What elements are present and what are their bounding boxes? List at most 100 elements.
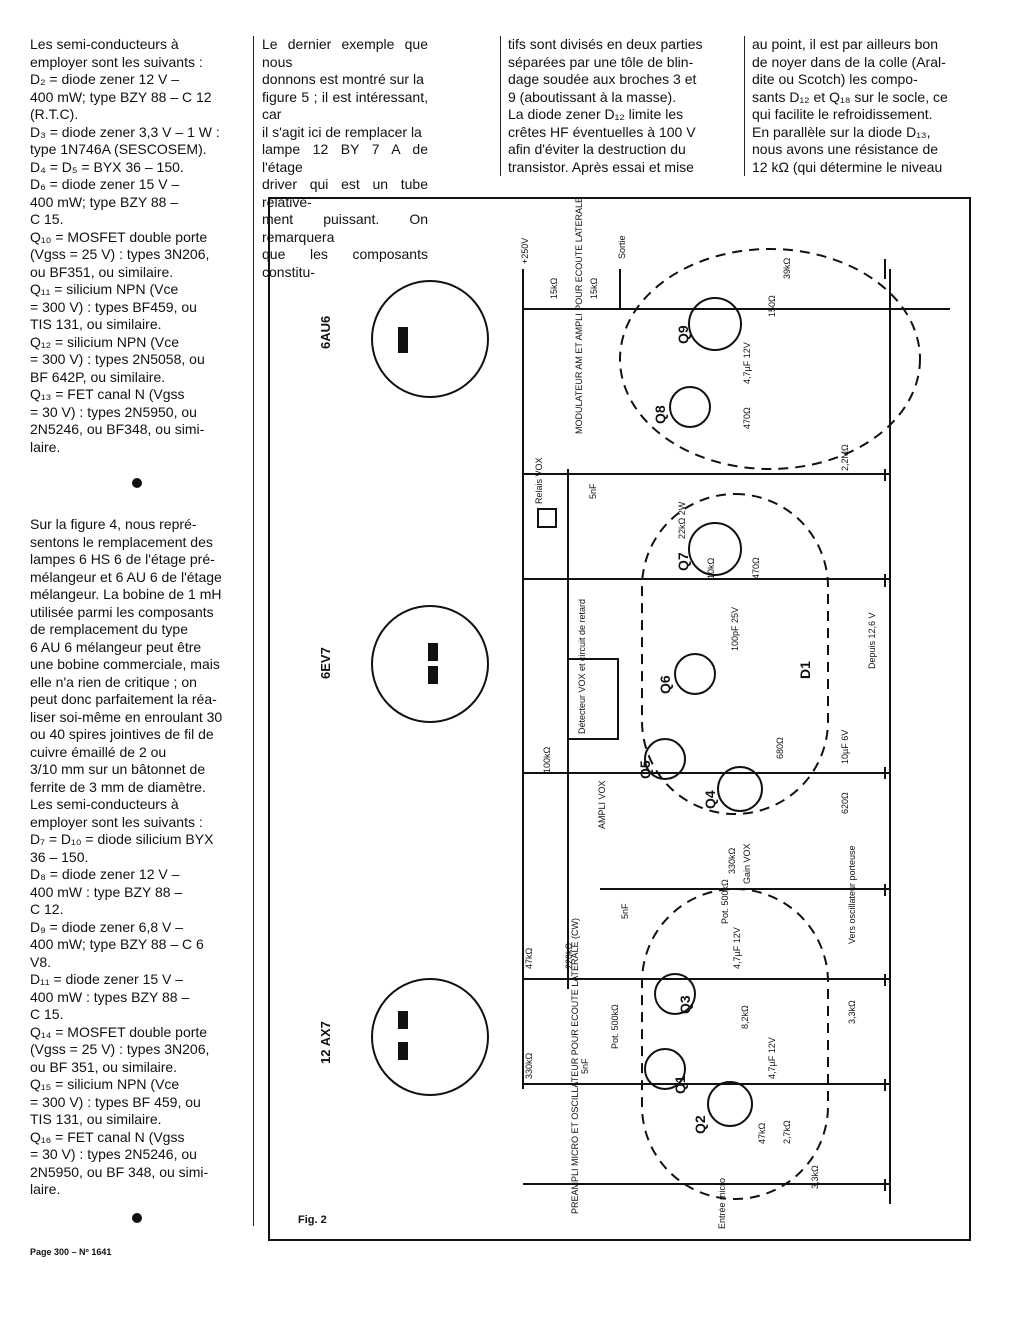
tube-label-6au6: 6AU6 [318,316,333,349]
transistor-label: Q2 [692,1115,708,1134]
figure-caption: Fig. 2 [298,1214,327,1226]
column-rule [500,36,501,176]
text-line: laire. [30,1181,61,1197]
text-line: Q₁₆ = FET canal N (Vgss [30,1128,185,1145]
separator-bullet [131,1212,142,1223]
text-line: 400 mW; type BZY 88 – C 12 [30,88,212,105]
text-line: = 30 V) : types 2N5950, ou [30,403,197,420]
text-line: dite ou Scotch) les compo- [752,71,918,87]
text-line: crêtes HF éventuelles à 100 V [508,123,696,140]
text-line: = 300 V) : types BF 459, ou [30,1093,201,1110]
text-line: mélangeur. La bobine de 1 mH [30,586,222,602]
text-line: 2N5950, ou BF 348, ou simi- [30,1163,209,1180]
text-line: sants D₁₂ et Q₁₈ sur le socle, ce [752,88,948,105]
text-line: Sur la figure 4, nous repré- [30,516,197,532]
mic-input-label: Entrée micro [717,1178,727,1229]
tube-label-6ev7: 6EV7 [318,647,333,679]
component-label: Pot. 500kΩ [720,879,730,924]
component-label: 100pF 25V [730,607,740,651]
text-line: type 1N746A (SESCOSEM). [30,141,207,157]
component-label: 47kΩ [757,1122,767,1144]
text-line: Q₁₂ = silicium NPN (Vce [30,333,180,350]
gain-vox-label: Gain VOX [742,843,752,884]
transistor-label: Q8 [652,405,668,424]
component-label: 4,7µF 12V [742,342,752,384]
transistor-label: Q4 [702,790,718,809]
component-label: 39kΩ [782,257,792,279]
text-line: C 15. [30,211,64,227]
text-line: 400 mW; type BZY 88 – C 6 [30,936,204,952]
text-line: laire. [30,438,61,455]
component-label: 680Ω [775,737,785,759]
text-line: 6 AU 6 mélangeur peut être [30,638,202,655]
component-label: 3,3kΩ [810,1165,820,1189]
text-line: 9 (aboutissant à la masse). [508,88,677,105]
text-line: = 300 V) : types 2N5058, ou [30,351,205,367]
text-line: de noyer dans de la colle (Aral- [752,53,946,70]
text-line: dage soudée aux broches 3 et [508,71,697,87]
component-label: 4,7µF 12V [767,1037,777,1079]
relay-label: Relais VOX [534,457,544,504]
text-line: lampe 12 BY 7 A de l'étage [262,141,428,175]
text-line: D₇ = D₁₀ = diode silicium BYX [30,831,214,847]
text-line: (Vgss = 25 V) : types 3N206, [30,1041,210,1057]
supply-label: +250V [520,238,530,264]
text-line: D₃ = diode zener 3,3 V – 1 W : [30,123,220,140]
transistor-label: Q3 [677,995,693,1014]
text-line: 3/10 mm sur un bâtonnet de [30,761,206,777]
vox-detector-label: Détecteur VOX et circuit de retard [577,599,587,734]
component-label: 2,7kΩ [782,1120,792,1144]
text-line: TIS 131, ou similaire. [30,1111,162,1127]
text-line: tifs sont divisés en deux parties [508,36,703,52]
circuit-schematic: 6AU6 6EV7 12 AX7 +250V Sortie MODULATEUR… [298,199,950,1229]
column-rule [744,36,745,176]
text-line: C 12. [30,901,64,917]
text-line: afin d'éviter la destruction du [508,141,686,157]
text-line: D₄ = D₅ = BYX 36 – 150. [30,158,184,175]
column-rule [253,36,254,1226]
text-line: peut donc parfaitement la réa- [30,691,217,707]
text-line: ou BF 351, ou similaire. [30,1058,178,1075]
text-line: liser soi-même en enroulant 30 [30,708,223,725]
component-label: 150Ω [767,295,777,317]
component-label: 620Ω [840,792,850,814]
text-line: séparées par une tôle de blin- [508,53,694,70]
diode-label: D1 [797,661,813,679]
text-line: de remplacement du type [30,621,188,637]
component-label: 330kΩ [524,1052,534,1079]
component-label: 2,2MΩ [840,444,850,471]
text-line: ou BF351, ou similaire. [30,263,174,280]
text-line: utilisée parmi les composants [30,603,214,620]
text-line: Q₁₄ = MOSFET double porte [30,1023,208,1040]
component-label: 470Ω [742,407,752,429]
text-line: Q₁₅ = silicium NPN (Vce [30,1076,180,1092]
text-line: En parallèle sur la diode D₁₃, [752,123,931,140]
transistor-label: Q5 [637,760,653,779]
component-label: 220kΩ [564,942,574,969]
text-line: Les semi-conducteurs à [30,796,179,812]
text-line: D₉ = diode zener 6,8 V – [30,918,184,935]
text-line: 400 mW; type BZY 88 – [30,193,179,210]
text-line: = 300 V) : types BF459, ou [30,298,197,315]
component-label: 5nF [620,903,630,919]
text-line: D₆ = diode zener 15 V – [30,176,180,192]
carrier-label: Vers oscillateur porteuse [847,845,857,944]
text-line: une bobine commerciale, mais [30,656,220,672]
text-line: elle n'a rien de critique ; on [30,673,197,690]
component-label: 330kΩ [727,847,737,874]
component-label: 5nF [588,483,598,499]
transistor-label: Q6 [657,675,673,694]
text-line: Q₁₃ = FET canal N (Vgss [30,386,185,402]
component-label: 4,7µF 12V [732,927,742,969]
text-line: D₁₁ = diode zener 15 V – [30,971,184,987]
text-line: donnons est montré sur la [262,71,424,87]
transistor-label: Q9 [675,325,691,344]
text-line: ou 40 spires jointives de fil de [30,726,214,742]
transistor-label: Q7 [675,552,691,571]
component-label: 3,3kΩ [847,1000,857,1024]
tube-label-12ax7: 12 AX7 [318,1021,333,1064]
